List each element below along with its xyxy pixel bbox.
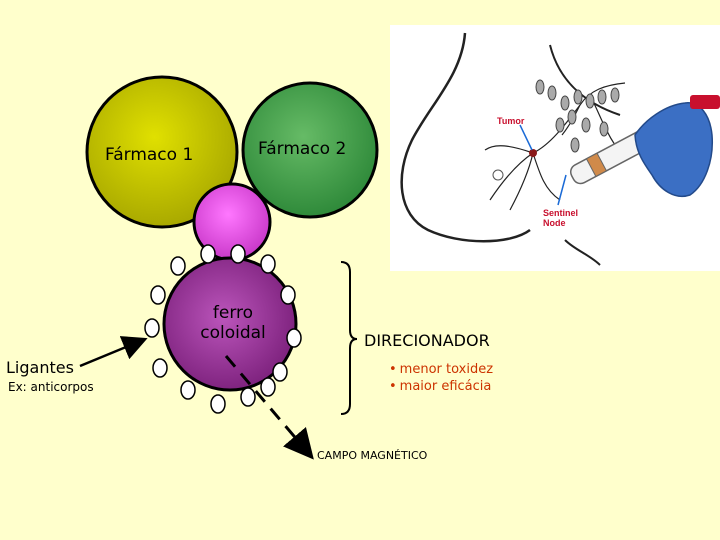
colloidal-iron-core [162,256,298,392]
probe-band [585,152,608,178]
ligand-pointer-arrow [79,336,148,368]
ligand [240,387,256,407]
ligand [150,285,166,305]
ligand [286,328,302,348]
anatomy-drawing [400,32,720,266]
ligands-example-label: Ex: anticorpos [8,380,94,394]
sentinel-node-label: Sentinel Node [543,208,579,228]
ligand [180,380,196,400]
ligand [272,362,288,382]
lymph-nodes [535,79,620,153]
nipple [492,169,504,181]
tumor-mark [529,149,537,157]
ligand [144,318,160,338]
ligands-label: Ligantes [6,358,74,377]
drug2-label: Fármaco 2 [258,139,347,159]
benefits-list: •menor toxidez •maior eficácia [389,361,493,395]
sentinel-pointer [557,174,567,206]
breast-anatomy-illustration: Tumor Sentinel Node [390,25,720,271]
benefit-text: menor toxidez [399,362,494,377]
ligand [230,244,246,264]
benefit-text: maior eficácia [399,379,492,394]
ligand [260,254,276,274]
tumor-label: Tumor [497,116,525,126]
ligand [260,377,276,397]
drug2-sphere [241,81,379,219]
ligand [200,244,216,264]
director-brace [340,261,358,415]
director-label: DIRECIONADOR [364,331,490,350]
drug1-sphere [85,75,239,229]
drug1-label: Fármaco 1 [105,145,194,165]
tumor-pointer [519,124,533,151]
magnetic-field-label: CAMPO MAGNÉTICO [317,449,428,462]
ligand [280,285,296,305]
benefit-item: •maior eficácia [389,379,492,394]
breast-outline [400,32,531,243]
benefit-item: •menor toxidez [389,362,494,377]
ligand-group [144,244,302,414]
colloidal-iron-label: ferro coloidal [200,303,266,343]
ligand [170,256,186,276]
ligand [210,394,226,414]
probe-cable-end [690,95,720,109]
gloved-hand [634,102,714,197]
ligand [152,358,168,378]
